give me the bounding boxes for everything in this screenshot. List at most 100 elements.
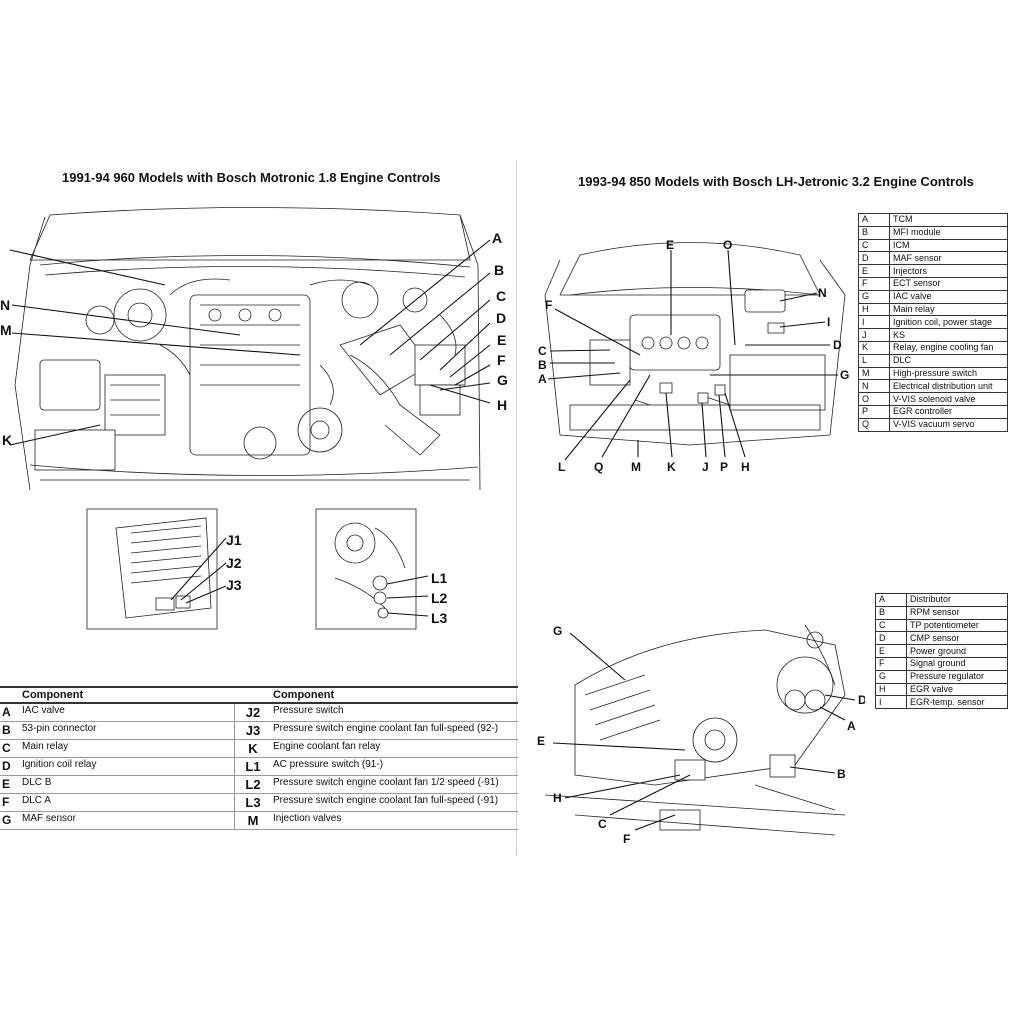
component-name: Ignition coil relay (20, 757, 235, 776)
key-letter: J (858, 328, 890, 342)
component-code: B (0, 721, 20, 740)
callout-top-n: N (818, 286, 827, 300)
key-letter: P (858, 404, 890, 419)
component-name: Pressure switch engine coolant fan 1/2 s… (271, 775, 518, 794)
key-letter: L (858, 353, 890, 368)
component-header-b: Component (271, 686, 518, 704)
component-code: L2 (234, 775, 271, 794)
callout-top-q: Q (594, 460, 603, 474)
key-letter: C (875, 618, 907, 633)
key-letter: I (875, 695, 907, 710)
callout-j2: J2 (226, 555, 242, 571)
right-diagram-title: 1993-94 850 Models with Bosch LH-Jetroni… (578, 174, 974, 189)
left-diagram-title: 1991-94 960 Models with Bosch Motronic 1… (62, 170, 441, 185)
left-detail-j-drawing: J1 J2 J3 (86, 508, 242, 630)
component-name: DLC A (20, 793, 235, 812)
key-label: KS (889, 328, 1008, 342)
component-name: Injection valves (271, 811, 518, 830)
component-code: J2 (234, 703, 271, 722)
key-letter: E (875, 644, 907, 658)
component-code: A (0, 703, 20, 722)
callout-top-o: O (723, 238, 732, 252)
key-label: TP potentiometer (906, 618, 1008, 633)
components-table-header: Component Component (0, 686, 518, 704)
callout-top-f: F (545, 298, 552, 312)
key-label: High-pressure switch (889, 366, 1008, 381)
callout-n: N (0, 297, 10, 313)
component-name: Pressure switch engine coolant fan full-… (271, 721, 518, 740)
key-label: ECT sensor (889, 276, 1008, 291)
key-letter: N (858, 379, 890, 394)
key-label: Main relay (889, 302, 1008, 317)
key-label: Pressure regulator (906, 669, 1008, 684)
left-engine-bay-drawing: A B C D E F G H N M K (0, 207, 508, 491)
component-code: K (234, 739, 271, 758)
key-label: Electrical distribution unit (889, 379, 1008, 394)
component-code: C (0, 739, 20, 758)
callout-bot-g: G (553, 624, 562, 638)
callout-top-j: J (702, 460, 709, 474)
page-divider (516, 160, 517, 855)
callout-b: B (494, 262, 504, 278)
component-code: E (0, 775, 20, 794)
component-name: Engine coolant fan relay (271, 739, 518, 758)
key-label: Injectors (889, 264, 1008, 278)
callout-l2: L2 (431, 590, 448, 606)
callout-top-d: D (833, 338, 842, 352)
left-detail-l-drawing: L1 L2 L3 (315, 508, 448, 630)
component-name: AC pressure switch (91-) (271, 757, 518, 776)
component-name: 53-pin connector (20, 721, 235, 740)
callout-top-g: G (840, 368, 849, 382)
key-letter: G (858, 289, 890, 304)
callout-c: C (496, 288, 506, 304)
component-code: L3 (234, 793, 271, 812)
callout-l3: L3 (431, 610, 448, 626)
callout-bot-h: H (553, 791, 562, 805)
component-name: Pressure switch (271, 703, 518, 722)
key-letter: O (858, 392, 890, 406)
component-code: M (234, 811, 271, 830)
key-label: ICM (889, 238, 1008, 253)
callout-h: H (497, 397, 507, 413)
callout-bot-a: A (847, 719, 856, 733)
key-label: TCM (889, 213, 1008, 227)
key-letter: F (875, 656, 907, 671)
key-label: CMP sensor (906, 631, 1008, 646)
component-name: DLC B (20, 775, 235, 794)
callout-bot-c: C (598, 817, 607, 831)
callout-bot-b: B (837, 767, 846, 781)
callout-top-p: P (720, 460, 728, 474)
component-header-a: Component (20, 686, 235, 704)
callout-bot-d: D (858, 693, 865, 707)
component-code: J3 (234, 721, 271, 740)
right-engine-detail-drawing: G D A E B H C F (537, 624, 865, 846)
callout-top-m: M (631, 460, 641, 474)
component-name: Pressure switch engine coolant fan full-… (271, 793, 518, 812)
component-name: IAC valve (20, 703, 235, 722)
key-label: EGR controller (889, 404, 1008, 419)
key-letter: K (858, 340, 890, 355)
key-letter: G (875, 669, 907, 684)
key-letter: I (858, 315, 890, 330)
